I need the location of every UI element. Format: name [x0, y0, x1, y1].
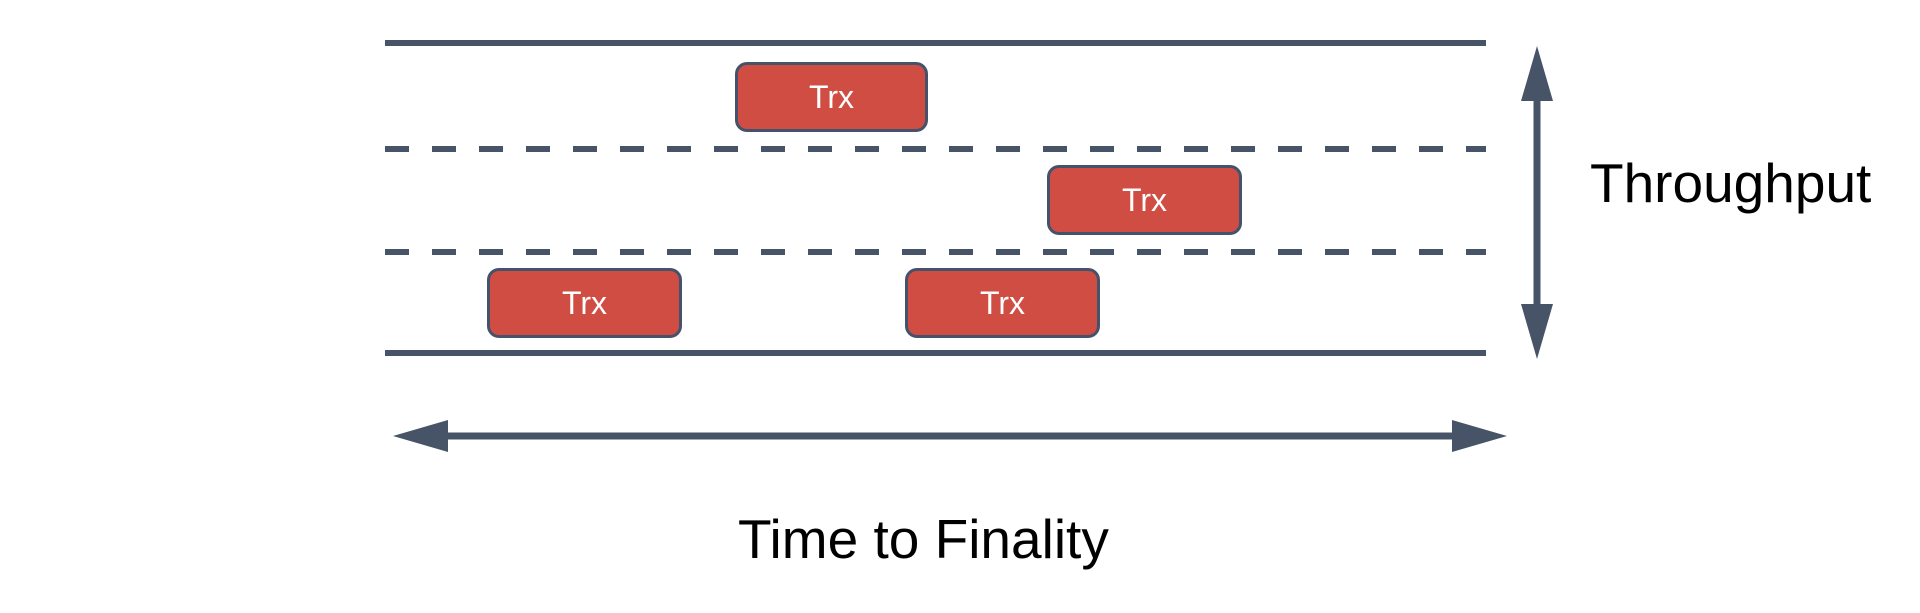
trx-label: Trx: [1121, 182, 1167, 218]
time-to-finality-axis-label: Time to Finality: [738, 508, 1109, 570]
throughput-axis-label: Throughput: [1590, 152, 1872, 214]
lane-divider-2: [385, 249, 1486, 255]
trx-label: Trx: [561, 285, 607, 321]
road-edge-bottom: [385, 350, 1486, 356]
double-headed-arrow-vertical-icon: [1521, 46, 1553, 359]
double-headed-arrow-horizontal-icon: [393, 420, 1507, 452]
road-edge-top: [385, 40, 1486, 46]
trx-box-bottom-lane-left: Trx: [487, 268, 682, 338]
trx-box-top-lane: Trx: [735, 62, 928, 132]
trx-box-bottom-lane-right: Trx: [905, 268, 1100, 338]
lane-divider-1: [385, 146, 1486, 152]
trx-label: Trx: [808, 79, 854, 115]
trx-box-middle-lane: Trx: [1047, 165, 1242, 235]
trx-label: Trx: [979, 285, 1025, 321]
